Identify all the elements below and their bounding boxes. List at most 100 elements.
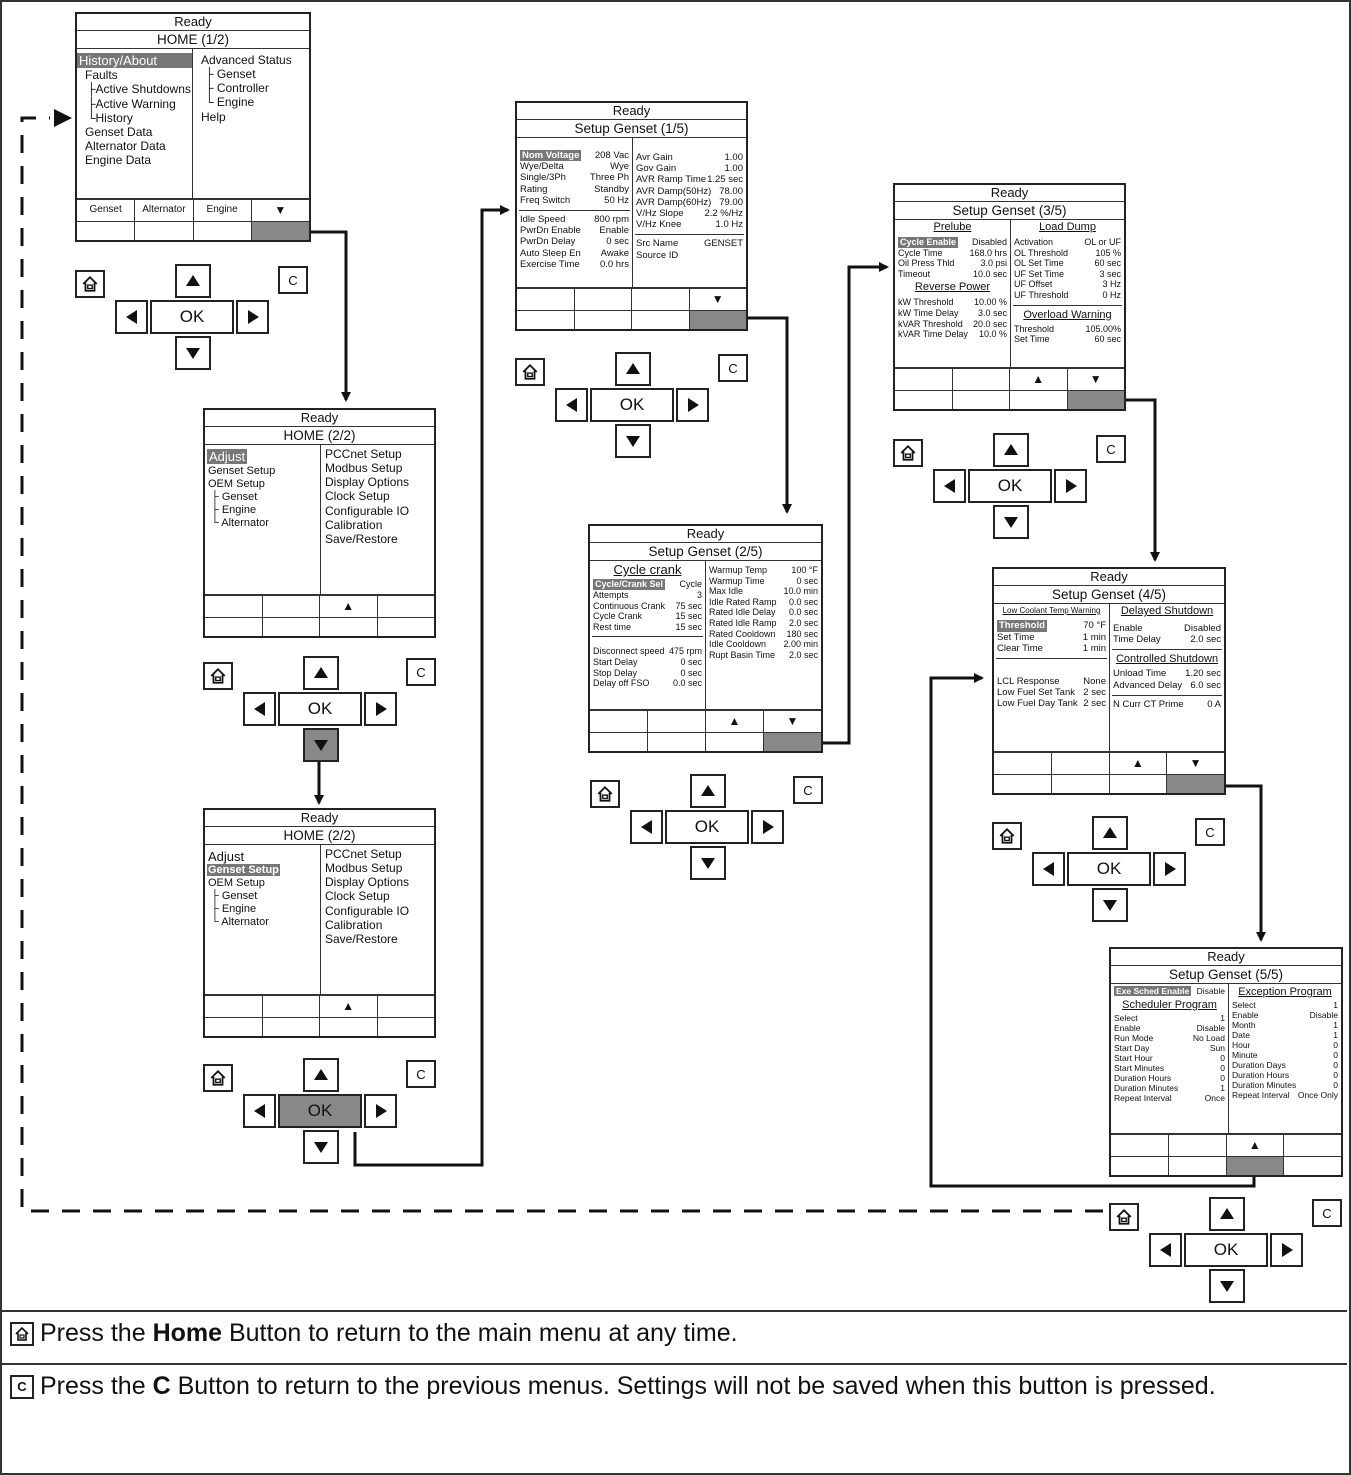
home-button[interactable]	[590, 780, 620, 808]
menu-item-pccnet-setup[interactable]: PCCnet Setup	[325, 447, 402, 461]
menu-item-oem-alternator[interactable]: └ Alternator	[211, 916, 269, 929]
c-button[interactable]: C	[278, 266, 308, 294]
menu-item-faults[interactable]: Faults	[85, 68, 118, 83]
ok-button[interactable]: OK	[665, 810, 749, 844]
menu-item-calibration[interactable]: Calibration	[325, 917, 383, 932]
softkey-2[interactable]	[573, 311, 632, 329]
softkey-3[interactable]	[319, 1018, 377, 1036]
up-button[interactable]	[175, 264, 211, 298]
setting-row[interactable]: AVR Damp(60Hz)79.00	[633, 197, 746, 208]
softkey-1[interactable]	[895, 391, 952, 409]
menu-item-active-shutdowns[interactable]: ├Active Shutdowns	[87, 82, 191, 97]
down-button[interactable]	[1092, 888, 1128, 922]
left-button[interactable]	[630, 810, 663, 844]
softkey-2[interactable]	[261, 618, 320, 636]
down-button[interactable]	[303, 1130, 339, 1164]
softkey-4[interactable]	[376, 1018, 435, 1036]
up-button[interactable]	[993, 433, 1029, 467]
right-button[interactable]	[1270, 1233, 1303, 1267]
menu-item-save-restore[interactable]: Save/Restore	[325, 531, 398, 546]
menu-item-display-options[interactable]: Display Options	[325, 875, 410, 890]
left-button[interactable]	[115, 300, 148, 334]
down-button[interactable]	[303, 728, 339, 762]
down-button[interactable]	[175, 336, 211, 370]
softkey-4[interactable]	[688, 311, 746, 329]
softkey-3[interactable]	[631, 311, 689, 329]
softkey-4[interactable]	[250, 222, 309, 240]
menu-item-oem-alternator[interactable]: └ Alternator	[211, 516, 269, 529]
c-button[interactable]: C	[718, 354, 748, 382]
softkey-3[interactable]	[705, 733, 763, 751]
softkey-1[interactable]	[205, 1018, 262, 1036]
menu-item-adjust[interactable]: Adjust	[208, 849, 245, 864]
right-button[interactable]	[676, 388, 709, 422]
c-button[interactable]: C	[793, 776, 823, 804]
ok-button[interactable]: OK	[150, 300, 234, 334]
softkey-3[interactable]	[319, 618, 377, 636]
menu-item-pccnet-setup[interactable]: PCCnet Setup	[325, 847, 402, 861]
setting-row[interactable]: Source ID	[633, 250, 746, 261]
up-button[interactable]	[303, 656, 339, 690]
up-button[interactable]	[615, 352, 651, 386]
right-button[interactable]	[364, 692, 397, 726]
c-button[interactable]: C	[1096, 435, 1126, 463]
menu-item-history-about[interactable]: History/About	[77, 53, 192, 69]
softkey-2[interactable]	[261, 1018, 320, 1036]
up-button[interactable]	[1209, 1197, 1245, 1231]
menu-item-modbus-setup[interactable]: Modbus Setup	[325, 461, 403, 476]
menu-item-help[interactable]: Help	[201, 109, 226, 124]
menu-item-clock-setup[interactable]: Clock Setup	[325, 489, 390, 504]
softkey-1[interactable]	[77, 222, 134, 240]
menu-item-oem-genset[interactable]: ├ Genset	[211, 890, 258, 903]
home-button[interactable]	[1109, 1203, 1139, 1231]
c-button[interactable]: C	[1195, 818, 1225, 846]
menu-item-oem-engine[interactable]: ├ Engine	[211, 503, 257, 516]
menu-item-history[interactable]: └History	[87, 110, 133, 125]
right-button[interactable]	[1054, 469, 1087, 503]
softkey-3[interactable]	[1108, 775, 1167, 793]
softkey-2[interactable]	[134, 222, 192, 240]
menu-item-clock-setup[interactable]: Clock Setup	[325, 889, 390, 904]
